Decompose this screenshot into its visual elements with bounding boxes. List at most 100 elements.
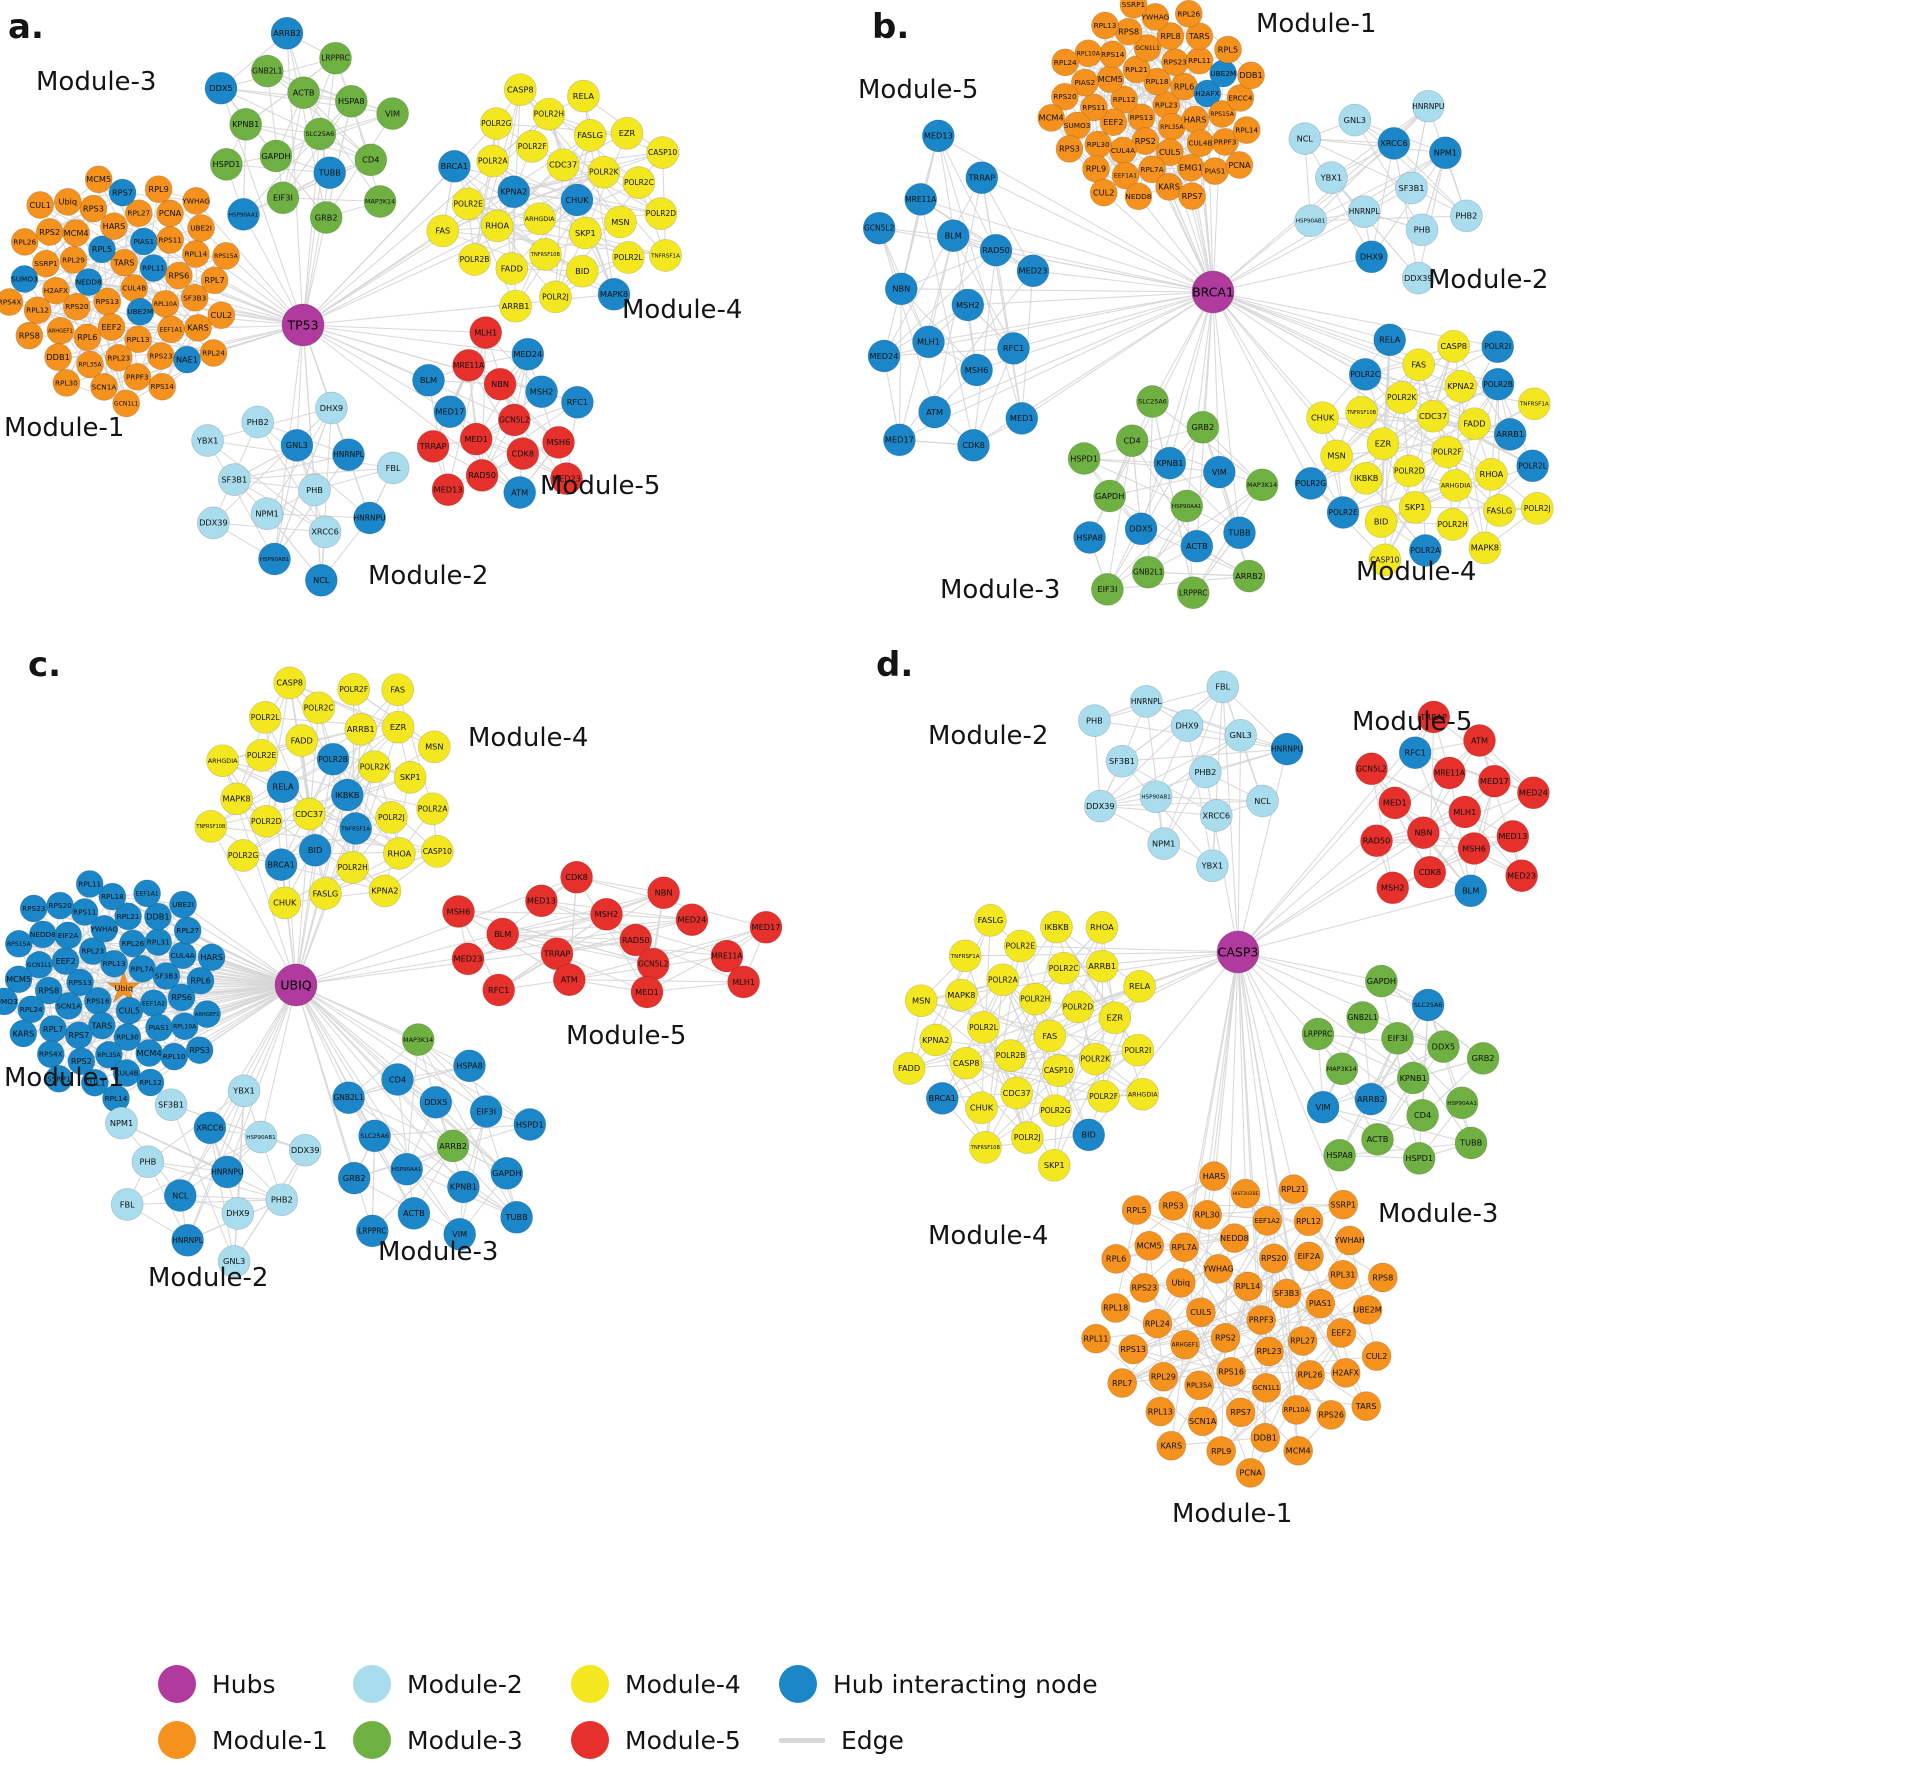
network-node-label: KPNA2 bbox=[500, 187, 527, 197]
network-node bbox=[74, 268, 103, 296]
edge bbox=[1186, 291, 1214, 507]
network-node-label: RPL12 bbox=[26, 306, 49, 315]
network-node-label: POLR2B bbox=[318, 755, 348, 764]
network-node-label: SLC25A6 bbox=[306, 130, 335, 138]
network-node-label: POLR2G bbox=[481, 119, 512, 128]
network-node-label: RPS23 bbox=[1163, 58, 1187, 67]
network-node-label: CDC37 bbox=[549, 160, 577, 170]
network-node-label: POLR2H bbox=[338, 863, 368, 872]
network-node bbox=[1401, 261, 1435, 295]
network-node bbox=[1186, 410, 1220, 444]
network-node-label: POLR2H bbox=[534, 110, 564, 119]
network-node-label: EMG1 bbox=[1179, 162, 1203, 172]
edge bbox=[1202, 291, 1214, 428]
network-node bbox=[1458, 407, 1491, 441]
edge bbox=[1415, 506, 1538, 509]
network-node bbox=[1016, 254, 1050, 288]
edge bbox=[1371, 152, 1446, 258]
network-node-label: GCN5L2 bbox=[499, 416, 530, 425]
network-node bbox=[266, 181, 300, 215]
edge bbox=[1393, 143, 1467, 217]
network-node-label: MSH2 bbox=[956, 300, 980, 310]
edge bbox=[289, 682, 399, 728]
network-node bbox=[960, 353, 993, 387]
network-node-label: YWHAG bbox=[181, 196, 210, 205]
network-node-label: HARS bbox=[103, 221, 126, 231]
network-node bbox=[1306, 401, 1339, 435]
network-node bbox=[110, 248, 139, 277]
network-node-label: FAS bbox=[435, 226, 450, 236]
network-node bbox=[1156, 22, 1185, 50]
legend-swatch-hub bbox=[158, 1665, 196, 1703]
network-node-label: PHB bbox=[306, 485, 323, 495]
network-node-label: MRE11A bbox=[905, 195, 937, 204]
edge bbox=[374, 1135, 517, 1218]
network-node-label: GCN5L2 bbox=[864, 224, 895, 233]
network-node bbox=[499, 289, 532, 323]
edge bbox=[920, 198, 1214, 293]
network-node bbox=[918, 395, 951, 429]
network-node-label: IKBKB bbox=[1354, 473, 1379, 483]
network-node-label: POLR2K bbox=[360, 762, 391, 771]
network-node bbox=[319, 41, 352, 75]
network-node bbox=[611, 241, 645, 274]
network-node bbox=[1067, 442, 1101, 475]
network-node-label: HARS bbox=[200, 952, 223, 962]
network-node-label: SCN1A bbox=[1189, 1417, 1217, 1426]
network-node-label: EIF3I bbox=[1388, 1033, 1408, 1043]
network-node-label: RPL10A bbox=[1077, 50, 1101, 57]
network-node bbox=[185, 1036, 214, 1065]
network-node-label: TRRAP bbox=[968, 173, 996, 183]
network-node bbox=[112, 389, 141, 418]
network-node-label: POLR2C bbox=[1049, 964, 1079, 973]
edge bbox=[1147, 401, 1154, 573]
network-node bbox=[298, 473, 331, 507]
network-node-label: SLC25A6 bbox=[1414, 1001, 1443, 1009]
hub-label: TP53 bbox=[286, 317, 318, 332]
network-node bbox=[1124, 512, 1158, 546]
network-node bbox=[1225, 151, 1254, 179]
network-node bbox=[1373, 323, 1407, 357]
network-node bbox=[1122, 55, 1151, 84]
network-node-label: ARRB1 bbox=[1088, 961, 1116, 971]
network-node bbox=[381, 673, 415, 707]
network-node-label: RPS8 bbox=[1372, 1272, 1393, 1282]
network-node bbox=[52, 369, 81, 397]
network-node bbox=[1093, 479, 1127, 513]
network-node-label: MCM5 bbox=[1098, 74, 1123, 84]
network-node-label: HSPA8 bbox=[1076, 532, 1103, 542]
network-node bbox=[10, 265, 39, 293]
network-node-label: CASP8 bbox=[276, 678, 303, 688]
network-node-label: BLM bbox=[494, 929, 511, 939]
network-node bbox=[363, 185, 397, 218]
edge bbox=[879, 227, 1214, 293]
network-node bbox=[98, 882, 127, 911]
network-node-label: RPL12 bbox=[1296, 1217, 1321, 1226]
network-node-label: RPL35A bbox=[97, 1052, 121, 1059]
network-node-label: ATM bbox=[561, 975, 578, 985]
edge bbox=[195, 200, 304, 326]
network-node-label: EZR bbox=[1107, 1013, 1124, 1023]
network-node-label: RPL24 bbox=[20, 1005, 43, 1014]
network-node bbox=[1202, 455, 1236, 489]
network-node bbox=[1136, 385, 1169, 418]
network-node-label: ARRB1 bbox=[347, 724, 375, 734]
network-node-label: MAPK8 bbox=[1471, 543, 1499, 553]
network-node bbox=[587, 155, 621, 189]
edge bbox=[1169, 462, 1240, 534]
network-node-label: GRB2 bbox=[1191, 422, 1214, 432]
network-node bbox=[1364, 505, 1398, 538]
network-node-label: POLR2J bbox=[378, 813, 405, 822]
network-node-label: DDB1 bbox=[1239, 70, 1262, 80]
network-node-label: RPS7 bbox=[1182, 191, 1203, 201]
edge bbox=[1310, 215, 1467, 222]
network-node-label: CD4 bbox=[389, 1074, 406, 1084]
network-node-label: POLR2C bbox=[1350, 370, 1380, 379]
network-node bbox=[1347, 195, 1381, 229]
module-label: Module-1 bbox=[1172, 1499, 1292, 1529]
edge bbox=[1417, 152, 1446, 279]
network-node bbox=[193, 1000, 221, 1028]
network-node bbox=[565, 254, 599, 288]
network-node bbox=[298, 833, 332, 867]
network-node bbox=[344, 712, 378, 746]
